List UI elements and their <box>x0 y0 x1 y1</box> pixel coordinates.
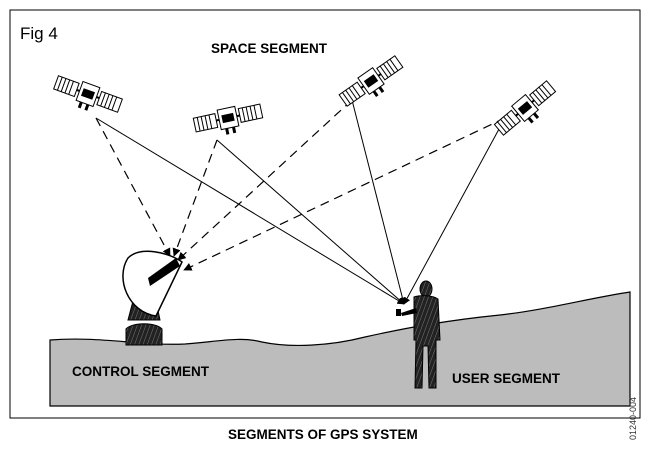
user-link-arrow <box>403 117 506 305</box>
user-link-arrow <box>216 139 405 305</box>
signal-links <box>95 99 506 305</box>
figure-label: Fig 4 <box>20 24 58 43</box>
ground <box>49 291 631 407</box>
satellite-icon <box>53 75 123 113</box>
control-link-arrow <box>177 99 353 261</box>
space-segment-label: SPACE SEGMENT <box>211 41 328 56</box>
figure-caption: SEGMENTS OF GPS SYSTEM <box>228 427 418 442</box>
satellite-icon <box>338 55 404 107</box>
user-link-arrow <box>351 99 406 305</box>
satellite-icon <box>493 80 557 136</box>
control-segment-label: CONTROL SEGMENT <box>72 364 210 379</box>
figure-frame <box>9 9 641 419</box>
control-link-arrow <box>172 139 218 257</box>
satellite-icon <box>192 103 264 135</box>
ground-station-dish-icon <box>122 250 183 346</box>
figure-code: 01240-004 <box>628 397 638 440</box>
control-link-arrow <box>95 117 171 257</box>
user-segment-label: USER SEGMENT <box>452 371 561 386</box>
control-link-arrow <box>183 117 506 271</box>
user-person-icon <box>396 280 441 389</box>
user-link-arrow <box>95 117 405 305</box>
